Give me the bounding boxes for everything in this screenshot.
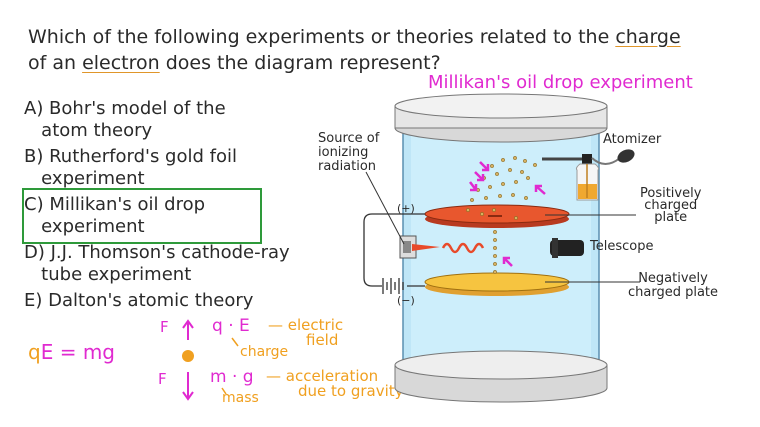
question-part: does the diagram represent? <box>159 52 441 74</box>
option-line: B) Rutherford's gold foil <box>24 146 237 167</box>
label-line: Positively <box>640 186 702 201</box>
telescope-icon <box>550 238 584 258</box>
underlined-charge: charge <box>615 26 681 48</box>
oil-drop-icon <box>182 350 194 362</box>
option-c[interactable]: C) Millikan's oil drop experiment <box>24 194 205 238</box>
option-b[interactable]: B) Rutherford's gold foil experiment <box>24 146 237 190</box>
mass-label: mass <box>222 390 259 406</box>
selected-answer-box <box>22 188 262 244</box>
equation: qE = mg <box>28 340 115 364</box>
gravity-label: due to gravity <box>298 382 404 400</box>
label-line: charged <box>644 198 698 213</box>
leader-lines <box>365 171 640 283</box>
eq-q: q <box>28 340 41 364</box>
force-up-label: F <box>160 318 169 336</box>
label-line: charged plate <box>628 285 719 300</box>
radiation-source-icon <box>399 235 485 259</box>
acceleration-label: — acceleration <box>266 367 379 385</box>
field-label: field <box>306 331 339 349</box>
atomizer-icon <box>542 149 635 201</box>
option-line: atom theory <box>41 120 153 141</box>
question-text: Which of the following experiments or th… <box>28 24 748 76</box>
label-line: ionizing <box>318 145 369 160</box>
minus-label: (−) <box>397 294 415 307</box>
positive-plate <box>424 204 570 224</box>
option-e[interactable]: E) Dalton's atomic theory <box>24 290 253 312</box>
plus-label: (+) <box>397 202 415 215</box>
circuit <box>363 213 425 294</box>
charge-label: charge <box>240 344 289 360</box>
underlined-electron: electron <box>82 52 160 74</box>
label-line: Source of <box>318 131 380 146</box>
label-line: plate <box>654 210 688 225</box>
telescope-label: Telescope <box>590 239 654 254</box>
motion-arrows <box>469 161 546 267</box>
electric-label: — electric <box>268 316 344 334</box>
eq-rest: E = mg <box>40 340 115 364</box>
atomizer-label: Atomizer <box>603 132 662 147</box>
diagram-title: Millikan's oil drop experiment <box>428 72 693 93</box>
mg-label: m · g <box>210 367 254 387</box>
qE-label: q · E <box>212 316 250 336</box>
lid <box>394 93 608 119</box>
question-part: of an <box>28 52 83 74</box>
oil-droplets <box>466 156 537 274</box>
option-line: tube experiment <box>41 264 192 285</box>
option-d[interactable]: D) J.J. Thomson's cathode-ray tube exper… <box>24 242 290 286</box>
option-line: A) Bohr's model of the <box>24 98 226 119</box>
option-a[interactable]: A) Bohr's model of the atom theory <box>24 98 226 142</box>
radiation-wave <box>441 242 485 254</box>
option-line: E) Dalton's atomic theory <box>24 290 254 311</box>
option-line: experiment <box>41 216 145 237</box>
option-line: C) Millikan's oil drop <box>24 194 206 215</box>
question-part: Which of the following experiments or th… <box>28 26 616 48</box>
option-line: D) J.J. Thomson's cathode-ray <box>24 242 290 263</box>
label-line: Negatively <box>638 271 708 286</box>
label-line: radiation <box>318 159 377 174</box>
option-line: experiment <box>41 168 145 189</box>
force-arrows <box>182 319 194 401</box>
force-down-label: F <box>158 370 167 388</box>
